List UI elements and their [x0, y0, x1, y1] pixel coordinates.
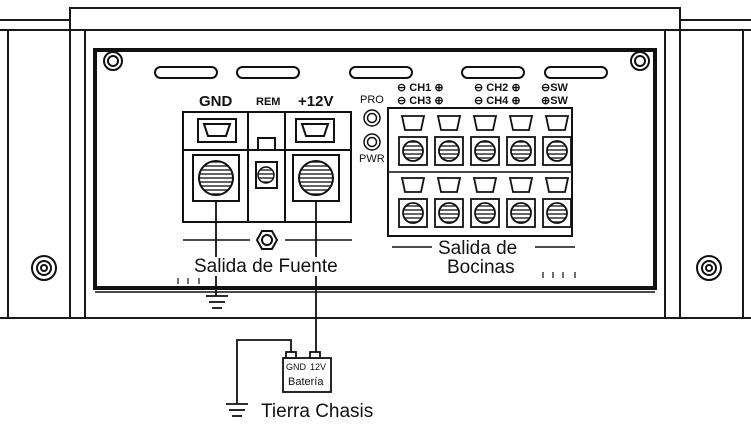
battery-gnd-label: GND — [286, 362, 306, 372]
speaker-terminal-screw — [510, 140, 532, 162]
ch4-label: CH4 — [486, 95, 509, 107]
power-output-caption: Salida de Fuente — [192, 256, 340, 277]
sw-label: SW — [550, 82, 568, 94]
speaker-terminal-tab — [472, 177, 498, 193]
vent-slots — [154, 66, 608, 79]
speaker-terminal-tab — [508, 115, 534, 131]
speaker-terminal-socket — [398, 136, 428, 166]
plus-icon: ⊕ — [434, 82, 444, 94]
power-terminal-block — [182, 111, 352, 223]
speaker-terminal-tab — [544, 177, 570, 193]
speaker-terminal-socket — [434, 136, 464, 166]
minus-icon: ⊖ — [541, 82, 551, 94]
speaker-terminal-block — [387, 107, 573, 237]
speaker-output-caption-line1: Salida de — [438, 238, 518, 259]
minus-icon: ⊖ — [474, 82, 484, 94]
plus-icon: ⊕ — [511, 95, 521, 107]
panel-screw-icon — [31, 51, 722, 281]
gnd-label: GND — [199, 93, 233, 110]
plus-icon: ⊕ — [511, 82, 521, 94]
speaker-terminal-screw — [546, 140, 568, 162]
connector-panel — [93, 48, 657, 290]
amplifier-chassis — [0, 7, 751, 319]
sw-header-top: ⊖SW — [541, 83, 568, 94]
pwr-label: PWR — [359, 153, 385, 165]
speaker-terminal-screw — [510, 202, 532, 224]
speaker-terminal-tab — [400, 177, 426, 193]
v12-label: +12V — [298, 93, 334, 110]
battery-12v-label: 12V — [310, 362, 327, 372]
speaker-terminal-tab — [400, 115, 426, 131]
chassis-ground-label: Tierra Chasis — [261, 401, 374, 422]
ch2-header: ⊖ CH2 ⊕ — [474, 83, 521, 94]
pro-label: PRO — [360, 94, 384, 106]
mounting-nut-icon — [255, 230, 279, 250]
speaker-terminal-socket — [470, 136, 500, 166]
battery-icon — [282, 351, 332, 393]
pwr-led-icon — [363, 133, 381, 151]
pro-led-icon — [363, 109, 381, 127]
speaker-terminal-screw — [474, 202, 496, 224]
panel-tick-marks — [177, 272, 576, 284]
speaker-terminal-tab — [544, 115, 570, 131]
speaker-terminal-tab — [436, 177, 462, 193]
chassis-ground-icon — [226, 403, 248, 417]
power-ground-icon — [206, 295, 228, 309]
rem-label: REM — [256, 96, 281, 108]
speaker-terminal-socket — [542, 198, 572, 228]
speaker-terminal-socket — [434, 198, 464, 228]
minus-icon: ⊖ — [397, 82, 407, 94]
speaker-terminal-socket — [542, 136, 572, 166]
speaker-terminal-screw — [402, 140, 424, 162]
ch1-header: ⊖ CH1 ⊕ — [397, 83, 444, 94]
speaker-terminal-screw — [438, 140, 460, 162]
speaker-terminal-screw — [402, 202, 424, 224]
wiring — [215, 200, 317, 404]
speaker-terminal-socket — [398, 198, 428, 228]
battery-name-label: Batería — [288, 376, 324, 388]
speaker-terminal-socket — [506, 136, 536, 166]
speaker-terminal-screw — [474, 140, 496, 162]
speaker-terminal-tab — [508, 177, 534, 193]
speaker-terminal-screw — [438, 202, 460, 224]
speaker-output-caption-line2: Bocinas — [447, 257, 515, 278]
rem-terminal-screw — [255, 161, 278, 189]
minus-icon: ⊖ — [397, 95, 407, 107]
speaker-terminal-socket — [506, 198, 536, 228]
ch2-label: CH2 — [486, 82, 509, 94]
speaker-terminal-socket — [470, 198, 500, 228]
speaker-terminal-tab — [472, 115, 498, 131]
ch4-header: ⊖ CH4 ⊕ — [474, 96, 521, 107]
ch3-header: ⊖ CH3 ⊕ — [397, 96, 444, 107]
speaker-terminal-screw — [546, 202, 568, 224]
sw-header-bottom: ⊕SW — [541, 96, 568, 107]
speaker-terminal-tab — [436, 115, 462, 131]
ch1-label: CH1 — [409, 82, 432, 94]
plus-icon: ⊕ — [541, 95, 551, 107]
plus-icon: ⊕ — [434, 95, 444, 107]
speaker-terminal-cells — [398, 115, 572, 228]
sw-label: SW — [550, 95, 568, 107]
minus-icon: ⊖ — [474, 95, 484, 107]
ch3-label: CH3 — [409, 95, 432, 107]
